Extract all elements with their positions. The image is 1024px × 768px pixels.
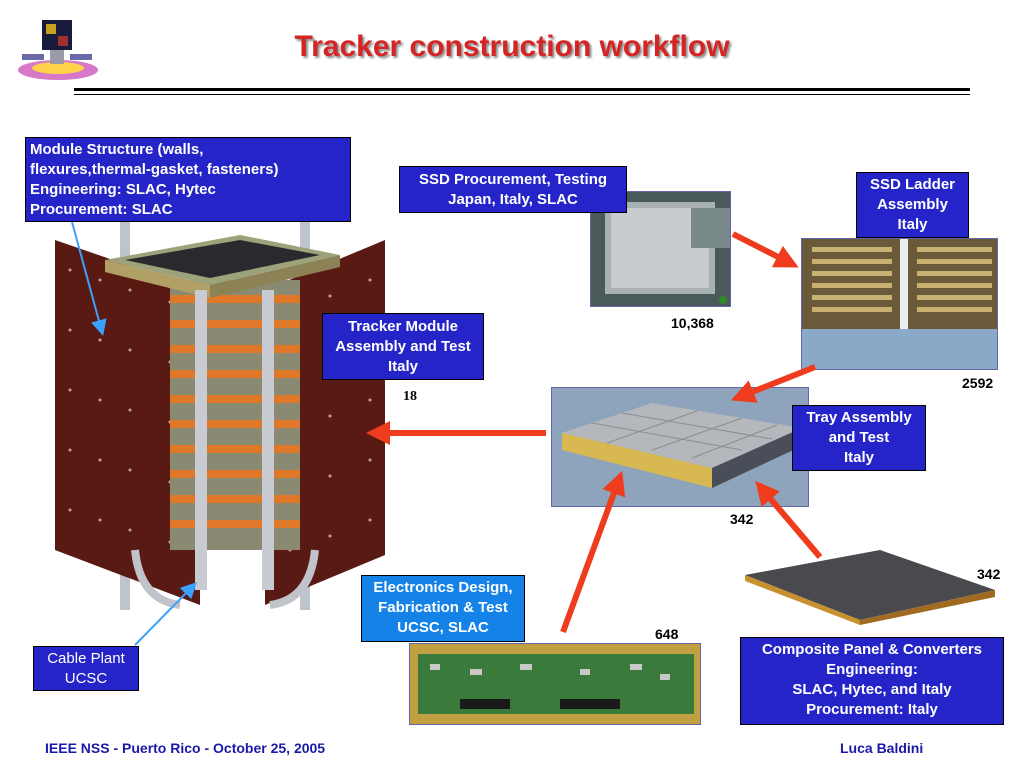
ssd-procurement-line-2: Japan, Italy, SLAC bbox=[448, 191, 578, 208]
ssd-ladder-photo bbox=[801, 238, 998, 370]
arrow-electronics-to-tray bbox=[560, 470, 626, 634]
tray-assembly-line-2: and Test bbox=[828, 429, 890, 446]
tray-assembly-line-1: Tray Assembly bbox=[806, 409, 912, 426]
tray-assembly-box: Tray Assembly and Test Italy bbox=[792, 405, 926, 471]
composite-panel-image bbox=[745, 550, 995, 625]
footer-right: Luca Baldini bbox=[840, 740, 924, 756]
slide-title: Tracker construction workflow bbox=[294, 30, 730, 63]
ssd-procurement-line-1: SSD Procurement, Testing bbox=[418, 171, 608, 188]
cable-plant-line-2: UCSC bbox=[64, 670, 108, 687]
tracker-module-line-1: Tracker Module bbox=[347, 318, 459, 335]
cable-plant-line-1: Cable Plant bbox=[47, 650, 125, 667]
tracker-module-line-2: Assembly and Test bbox=[335, 338, 471, 355]
electronics-line-3: UCSC, SLAC bbox=[397, 619, 489, 636]
tracker-module-line-3: Italy bbox=[387, 358, 418, 375]
glast-logo bbox=[18, 20, 98, 80]
title-rule bbox=[74, 88, 970, 91]
module-structure-line-1: Module Structure (walls, bbox=[30, 141, 204, 158]
ssd-ladder-line-3: Italy bbox=[897, 216, 928, 233]
electronics-box: Electronics Design, Fabrication & Test U… bbox=[361, 575, 525, 642]
tracker-module-box: Tracker Module Assembly and Test Italy bbox=[322, 313, 484, 380]
tray-assembly-line-3: Italy bbox=[843, 449, 874, 466]
ssd-ladder-line-2: Assembly bbox=[877, 196, 948, 213]
ssd-procurement-box: SSD Procurement, Testing Japan, Italy, S… bbox=[399, 166, 627, 213]
arrow-composite-to-tray bbox=[755, 480, 823, 559]
count-composite: 342 bbox=[977, 566, 1001, 582]
footer-left: IEEE NSS - Puerto Rico - October 25, 200… bbox=[45, 740, 326, 756]
module-structure-box: Module Structure (walls, flexures,therma… bbox=[25, 137, 351, 222]
electronics-board-photo bbox=[409, 643, 701, 725]
count-ladder: 2592 bbox=[962, 375, 994, 391]
pointer-cable-plant bbox=[134, 582, 197, 646]
module-structure-line-4: Procurement: SLAC bbox=[30, 201, 173, 218]
arrow-ladder-to-tray bbox=[730, 364, 817, 403]
composite-panel-line-1: Composite Panel & Converters bbox=[761, 641, 983, 658]
ssd-ladder-line-1: SSD Ladder bbox=[869, 176, 956, 193]
cable-plant-box: Cable Plant UCSC bbox=[33, 646, 139, 691]
count-ssd: 10,368 bbox=[671, 315, 714, 331]
count-module: 18 bbox=[403, 389, 417, 404]
count-electronics: 648 bbox=[655, 626, 679, 642]
pointer-module-structure bbox=[71, 221, 107, 336]
electronics-line-2: Fabrication & Test bbox=[378, 599, 508, 616]
ssd-ladder-box: SSD Ladder Assembly Italy bbox=[856, 172, 969, 238]
module-structure-line-3: Engineering: SLAC, Hytec bbox=[30, 181, 216, 198]
electronics-line-1: Electronics Design, bbox=[373, 579, 513, 596]
title-rule-thin bbox=[74, 94, 970, 95]
composite-panel-line-4: Procurement: Italy bbox=[806, 701, 938, 718]
module-structure-line-2: flexures,thermal-gasket, fasteners) bbox=[30, 161, 279, 178]
composite-panel-box: Composite Panel & Converters Engineering… bbox=[740, 637, 1004, 725]
composite-panel-line-2: Engineering: bbox=[826, 661, 918, 678]
arrow-ssd-to-ladder bbox=[731, 231, 799, 268]
count-tray: 342 bbox=[730, 511, 754, 527]
composite-panel-line-3: SLAC, Hytec, and Italy bbox=[792, 681, 952, 698]
